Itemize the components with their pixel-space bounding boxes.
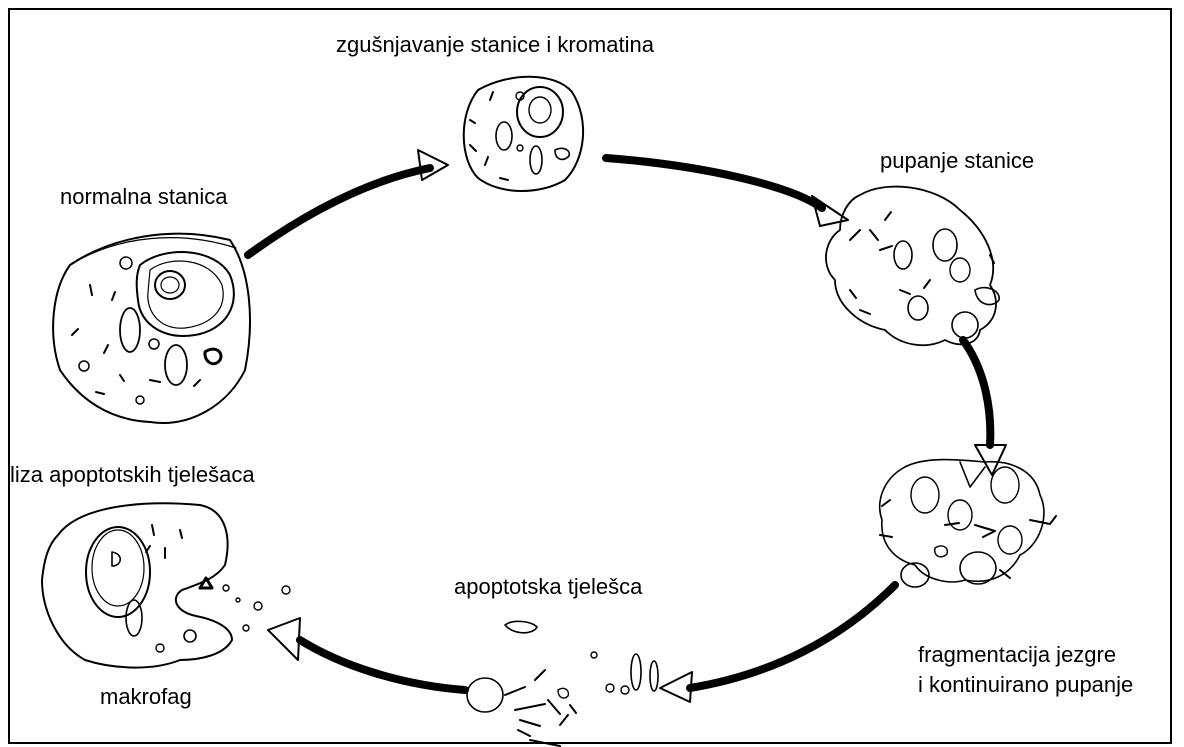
- macrophage-drawing: [41, 502, 291, 669]
- arrow-bodies-to-macrophage: [267, 617, 469, 694]
- label-budding: pupanje stanice: [880, 148, 1035, 173]
- arrow-fragmenting-to-bodies: [659, 581, 899, 703]
- arrow-condensed-to-budding: [602, 154, 849, 227]
- label-fragmentation-line2: i kontinuirano pupanje: [918, 672, 1134, 697]
- normal-cell-drawing: [52, 232, 251, 424]
- label-apoptotic-bodies: apoptotska tjelešca: [454, 574, 643, 599]
- condensed-cell-drawing: [462, 75, 585, 192]
- arrow-budding-to-fragmenting: [959, 336, 1007, 476]
- label-lysis: liza apoptotskih tjelešaca: [10, 462, 255, 487]
- budding-cell-drawing: [825, 185, 1000, 347]
- label-macrophage: makrofag: [100, 684, 192, 709]
- arrow-normal-to-condensed: [244, 149, 449, 259]
- apoptotic-bodies-drawing: [466, 620, 659, 747]
- label-condensation: zgušnjavanje stanice i kromatina: [336, 32, 654, 57]
- label-fragmentation-line1: fragmentacija jezgre: [918, 642, 1117, 667]
- fragmenting-cell-drawing: [878, 458, 1057, 588]
- label-normal-cell: normalna stanica: [60, 184, 228, 209]
